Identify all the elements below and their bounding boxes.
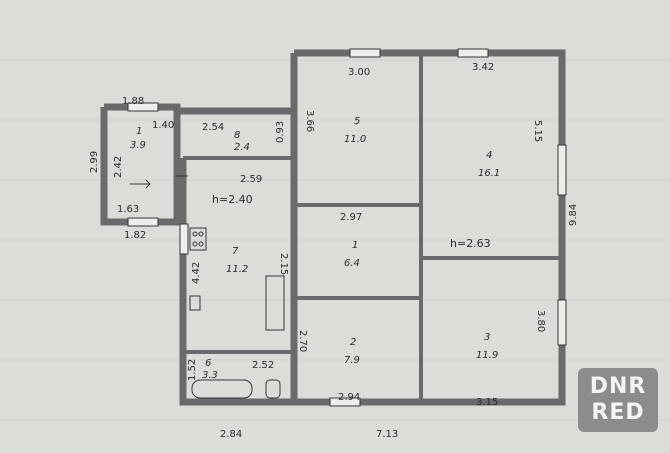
room-number: 5	[354, 116, 360, 127]
dim-label: 2.70	[297, 330, 308, 352]
dim-label: 3.15	[476, 397, 498, 408]
dim-label: 3.00	[348, 67, 370, 78]
dim-label: 7.13	[376, 429, 398, 440]
room-area: 6.4	[344, 258, 360, 269]
dim-label: 1.63	[117, 204, 139, 215]
ceiling-heights: h=2.40 h=2.63	[212, 193, 491, 250]
stove-icon	[189, 227, 207, 251]
boiler-icon	[265, 275, 285, 331]
dim-label: 2.42	[113, 156, 124, 178]
room-area: 7.9	[344, 355, 360, 366]
dimension-labels: 1.88 1.40 2.99 2.42 1.63 1.82 2.54 0.93 …	[89, 62, 579, 440]
sink-icon	[189, 295, 201, 311]
room-number: 7	[232, 246, 239, 257]
dim-label: 4.42	[191, 262, 202, 284]
dim-label: 2.52	[252, 360, 274, 371]
dim-label: 2.94	[338, 392, 360, 403]
room-area: 11.2	[226, 264, 248, 275]
watermark-line: DNR	[589, 374, 647, 399]
room-number: 1	[136, 126, 142, 137]
dim-label: 2.59	[240, 174, 262, 185]
dim-label: 2.99	[89, 151, 100, 173]
dim-label: 1.40	[152, 120, 174, 131]
dim-label: 3.66	[304, 110, 315, 132]
dim-label: 1.52	[187, 359, 198, 381]
dim-label: 2.97	[340, 212, 362, 223]
room-number: 6	[205, 358, 211, 369]
dim-label: 0.93	[275, 121, 286, 143]
height-label: h=2.63	[450, 237, 491, 250]
fixtures	[130, 175, 285, 399]
room-number: 2	[350, 337, 356, 348]
height-label: h=2.40	[212, 193, 253, 206]
dim-label: 9.84	[568, 204, 579, 226]
dim-label: 1.82	[124, 230, 146, 241]
room-area: 3.3	[202, 370, 218, 381]
dim-label: 5.15	[532, 120, 543, 142]
watermark-line: RED	[591, 400, 645, 425]
room-labels: 5 11.0 4 16.1 1 6.4 2 7.9 3 11.9 7 11.2 …	[130, 116, 500, 381]
dim-label: 2.15	[278, 253, 289, 275]
room-area: 11.0	[344, 134, 366, 145]
room-area: 2.4	[234, 142, 250, 153]
dim-label: 2.84	[220, 429, 242, 440]
room-area: 3.9	[130, 140, 146, 151]
room-area: 11.9	[476, 350, 498, 361]
room-area: 16.1	[478, 168, 500, 179]
walls	[100, 49, 566, 406]
dim-label: 2.54	[202, 122, 224, 133]
toilet-icon	[265, 379, 281, 399]
windows	[127, 48, 567, 407]
entry-arrow-icon	[130, 179, 151, 189]
dim-label: 3.42	[472, 62, 494, 73]
room-number: 8	[234, 130, 240, 141]
room-number: 4	[486, 150, 492, 161]
room-number: 1	[352, 240, 358, 251]
bathtub-icon	[191, 379, 253, 399]
dim-label: 3.80	[535, 310, 546, 332]
room-number: 3	[484, 332, 490, 343]
dim-label: 1.88	[122, 96, 144, 107]
